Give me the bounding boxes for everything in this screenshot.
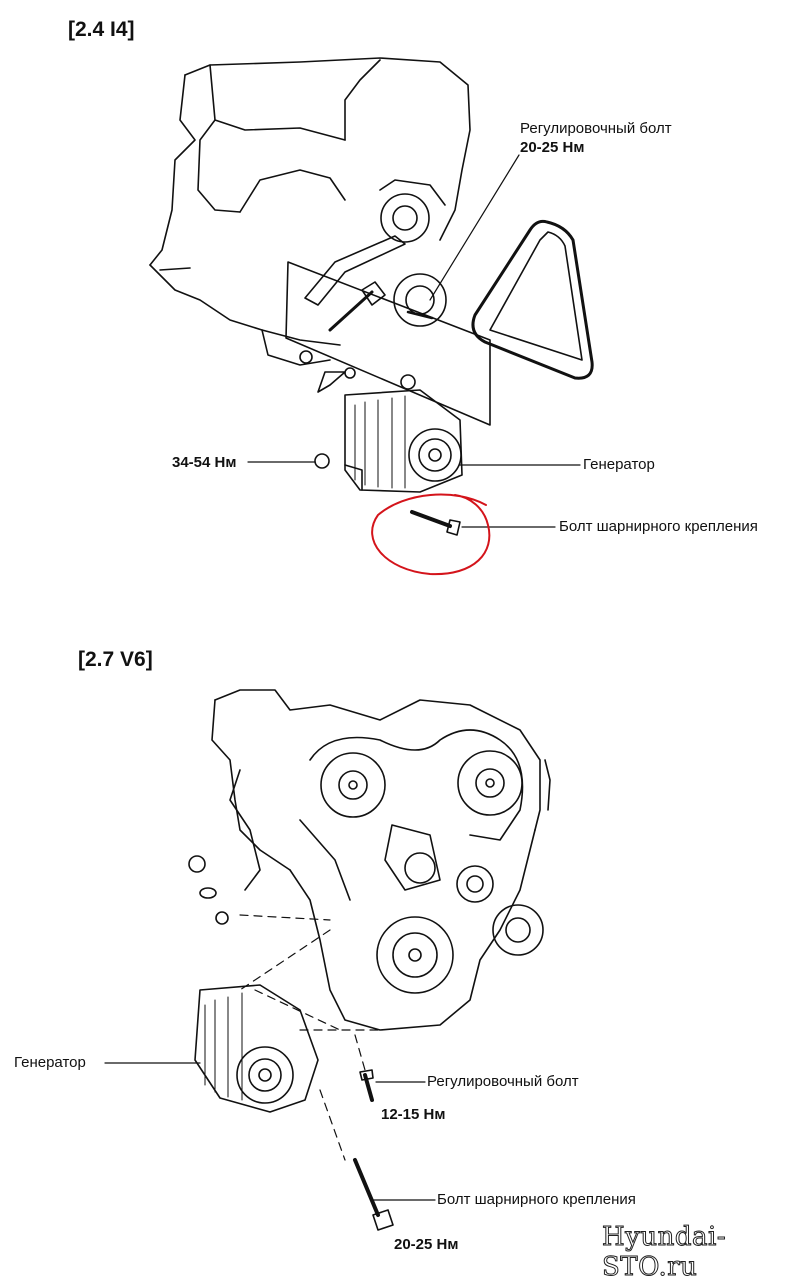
- nut-icon: [400, 374, 416, 390]
- label-pivot-bolt-v6: Болт шарнирного крепления: [437, 1191, 636, 1208]
- torque-adjusting-bolt-v6: 12-15 Нм: [381, 1106, 446, 1123]
- leader-adjusting-bolt: [429, 154, 520, 301]
- highlight-circle: [371, 493, 491, 576]
- section-title-2-4-i4: [2.4 I4]: [68, 18, 135, 41]
- nut-icon: [299, 350, 313, 364]
- section-title-2-7-v6: [2.7 V6]: [78, 648, 153, 671]
- guide-lines-v6: [239, 914, 381, 1161]
- mount-nut-icon: [314, 453, 330, 469]
- engine-block-v6: [211, 689, 551, 1031]
- label-pivot-bolt-i4: Болт шарнирного крепления: [559, 518, 758, 535]
- torque-pivot-bolt-v6: 20-25 Нм: [394, 1236, 459, 1253]
- label-generator-v6: Генератор: [14, 1054, 86, 1071]
- pivot-bolt-v6: [353, 1158, 394, 1231]
- washer-icon: [199, 887, 217, 899]
- washer-icon: [344, 367, 356, 379]
- pivot-bolt-i4: [410, 510, 461, 536]
- generator-v6: [194, 984, 319, 1113]
- label-generator-i4: Генератор: [583, 456, 655, 473]
- bracket-plane: [285, 261, 491, 426]
- nut-icon: [188, 855, 206, 873]
- adjusting-bolt-v6: [359, 1069, 374, 1102]
- nut-icon: [215, 911, 229, 925]
- adjusting-bracket: [304, 235, 434, 332]
- torque-adjusting-bolt-i4: 20-25 Нм: [520, 139, 585, 156]
- generator-i4: [344, 389, 463, 493]
- label-adjusting-bolt-v6: Регулировочный болт: [427, 1073, 579, 1090]
- label-adjusting-bolt-i4: Регулировочный болт: [520, 120, 672, 137]
- engine-block-i4: [149, 57, 471, 366]
- watermark: Hyundai-STO.ru: [602, 1222, 727, 1282]
- torque-mount-nut-i4: 34-54 Нм: [172, 454, 237, 471]
- drive-belt: [471, 219, 594, 380]
